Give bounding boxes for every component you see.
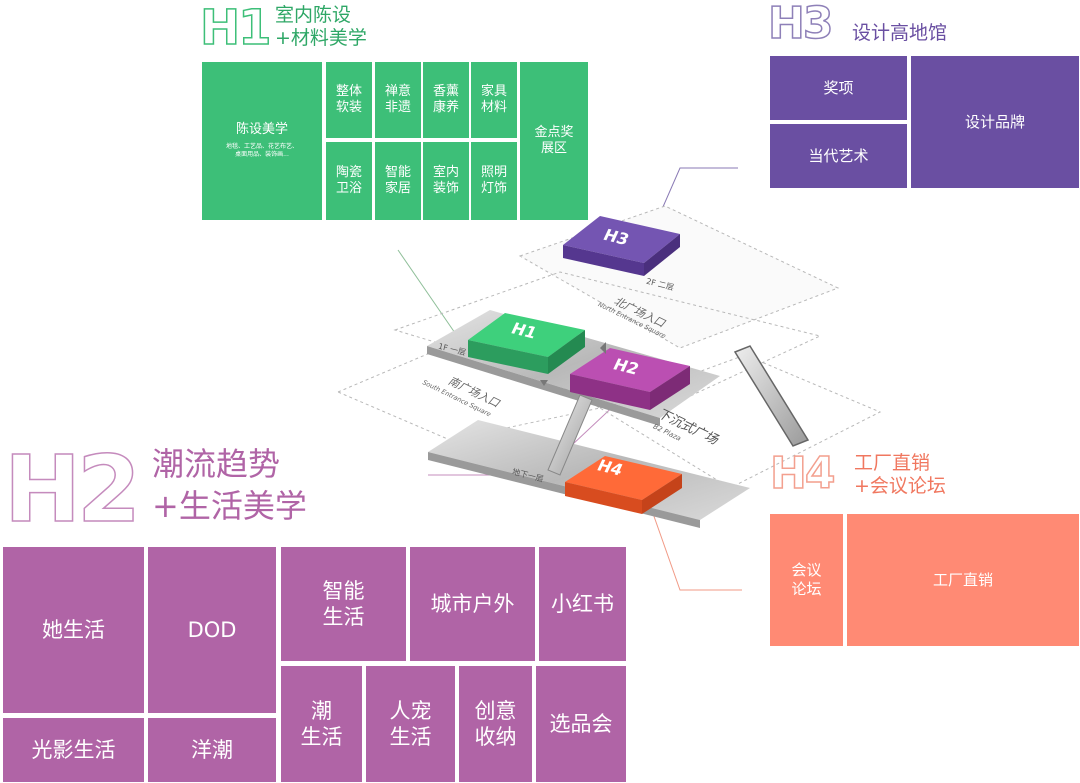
h2-cell[interactable]: 城市户外 — [410, 547, 535, 661]
h1-cell[interactable]: 照明 灯饰 — [471, 142, 517, 220]
h3-block-side — [644, 234, 680, 276]
h2-cell[interactable]: 潮 生活 — [281, 666, 362, 782]
h1-cell[interactable]: 禅意 非遗 — [375, 62, 421, 138]
h2-block-top — [570, 348, 690, 392]
h2-code-label: H2 — [3, 436, 142, 543]
h2-cell[interactable]: 选品会 — [536, 666, 626, 782]
h1-block-top — [468, 313, 585, 357]
floor-1f-slab-edge — [427, 346, 660, 426]
h4-cell-forum[interactable]: 会议 论坛 — [770, 514, 843, 646]
h2-cell[interactable]: 人宠 生活 — [366, 666, 455, 782]
floor-1f-outline — [393, 271, 822, 411]
h2-cell[interactable]: 洋潮 — [148, 718, 276, 782]
h1-leader-line — [397, 249, 456, 334]
h1-award-cell[interactable]: 金点奖 展区 — [520, 62, 588, 220]
h2-cell[interactable]: DOD — [148, 547, 276, 713]
h4-code-label: H4 — [769, 448, 836, 499]
h1-cell[interactable]: 室内 装饰 — [423, 142, 469, 220]
h2-cell[interactable]: 她生活 — [3, 547, 144, 713]
h2-title: 潮流趋势 +生活美学 — [152, 445, 307, 525]
h1-title: 室内陈设 +材料美学 — [275, 4, 367, 49]
h1-cell[interactable]: 陶瓷 卫浴 — [326, 142, 372, 220]
h1-cell[interactable]: 智能 家居 — [375, 142, 421, 220]
h4-block-front — [565, 482, 642, 514]
h4-block-top — [565, 456, 682, 500]
h2-cell[interactable]: 光影生活 — [3, 718, 144, 782]
h3-block-front — [563, 245, 644, 276]
h2-cell[interactable]: 智能 生活 — [281, 547, 406, 661]
h4-cell-factory-direct[interactable]: 工厂直销 — [847, 514, 1079, 646]
h4-title: 工厂直销 +会议论坛 — [854, 452, 946, 497]
h2-block-front — [570, 374, 650, 410]
escalator-right — [733, 345, 810, 447]
h1-cell[interactable]: 整体 软装 — [326, 62, 372, 138]
h1-cell[interactable]: 香薰 康养 — [423, 62, 469, 138]
h4-block-side — [642, 474, 682, 514]
h1-block-front — [468, 340, 548, 374]
h1-main-sub: 地毯、工艺品、花艺布艺、 桌面用品、装饰画... — [225, 142, 298, 159]
direction-arrow-south — [540, 380, 548, 386]
h2-block-side — [650, 366, 690, 410]
h3-title: 设计高地馆 — [852, 22, 948, 44]
h2-cell[interactable]: 小红书 — [539, 547, 626, 661]
h3-cell-awards[interactable]: 奖项 — [770, 56, 907, 120]
h1-code-label: H1 — [199, 0, 272, 56]
h1-cell[interactable]: 家具 材料 — [471, 62, 517, 138]
h2-cell[interactable]: 创意 收纳 — [459, 666, 532, 782]
h1-block-side — [548, 330, 585, 374]
escalator-center — [547, 394, 593, 476]
h3-block-top — [563, 216, 680, 263]
h4-leader-line — [649, 504, 742, 591]
h3-cell-contemporary-art[interactable]: 当代艺术 — [770, 124, 907, 188]
h3-cell-design-brand[interactable]: 设计品牌 — [911, 56, 1079, 188]
h1-main-cell[interactable]: 陈设美学 地毯、工艺品、花艺布艺、 桌面用品、装饰画... — [202, 62, 322, 220]
h1-main-title: 陈设美学 — [235, 122, 288, 138]
direction-arrow-north — [600, 342, 606, 354]
h3-code-label: H3 — [767, 0, 834, 49]
